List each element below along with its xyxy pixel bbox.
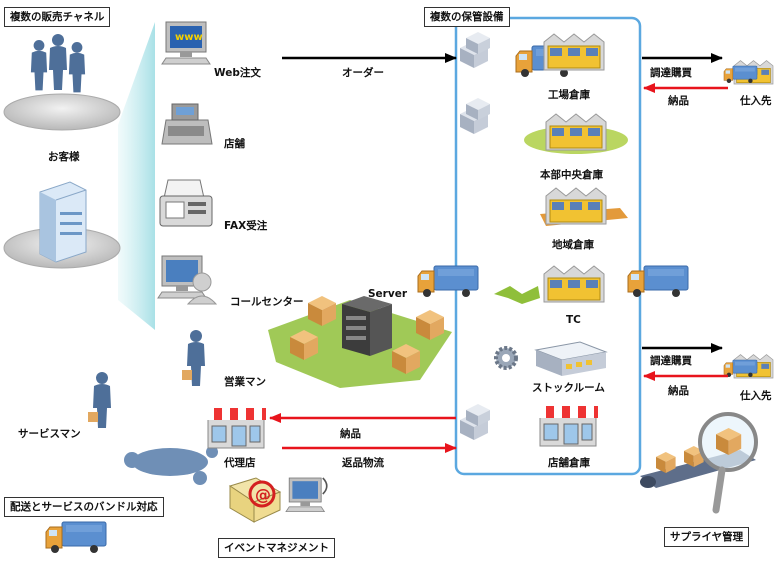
- wireless-computer-icon: [285, 477, 328, 513]
- event-heading: イベントマネジメント: [218, 538, 335, 558]
- central-warehouse-icon: [524, 113, 628, 154]
- fax-order-label: FAX受注: [224, 219, 268, 232]
- server-icon: [342, 296, 392, 356]
- call-center-icon: [157, 255, 218, 305]
- procure-label-2: 調達購買: [650, 354, 692, 367]
- web-order-label: Web注文: [214, 66, 261, 79]
- factory-warehouse-icon: [543, 33, 605, 71]
- storage-heading: 複数の保管設備: [424, 7, 510, 27]
- building-icon: [3, 181, 121, 269]
- sales-person-label: 営業マン: [224, 375, 266, 388]
- svg-text:@: @: [255, 485, 271, 504]
- truck-icon: [417, 265, 479, 298]
- svg-text:www: www: [175, 32, 203, 43]
- order-label: オーダー: [342, 66, 384, 79]
- service-person-label: サービスマン: [18, 427, 81, 440]
- network-blob-icon: [124, 446, 218, 485]
- agent-storefront-icon: [205, 407, 267, 449]
- customer-group-icon: [3, 34, 121, 131]
- shop-storefront-icon: [537, 405, 599, 447]
- bundle-heading: 配送とサービスのバンドル対応: [4, 497, 164, 517]
- box-stack-icon: [460, 98, 490, 134]
- service-person-icon: [88, 372, 111, 428]
- stockroom-icon: [534, 341, 608, 376]
- tc-label: TC: [566, 314, 581, 326]
- factory-warehouse-label: 工場倉庫: [548, 88, 590, 101]
- call-center-label: コールセンター: [230, 296, 304, 308]
- sales-person-icon: [182, 330, 205, 386]
- agent-label: 代理店: [223, 456, 256, 469]
- procure-label-1: 調達購買: [650, 66, 692, 79]
- deliver-to-agent-label: 納品: [340, 427, 361, 440]
- gear-icon: [494, 346, 518, 370]
- supplier-mgmt-heading: サプライヤ管理: [664, 527, 750, 547]
- bundle-truck-icon: [45, 521, 107, 554]
- cash-register-icon: [161, 103, 213, 145]
- computer-icon: www: [161, 21, 211, 65]
- store-label: 店舗: [223, 137, 245, 150]
- shop-warehouse-label: 店舗倉庫: [547, 456, 590, 469]
- regional-warehouse-label: 地域倉庫: [552, 238, 594, 251]
- server-label: Server: [368, 288, 408, 300]
- channels-heading: 複数の販売チャネル: [4, 7, 111, 27]
- channel-beam: [118, 22, 155, 330]
- deliver-label-1: 納品: [668, 94, 689, 107]
- supplier-label-2: 仕入先: [739, 389, 772, 402]
- deliver-label-2: 納品: [668, 384, 689, 397]
- fax-icon: [159, 179, 213, 227]
- truck-icon: [627, 265, 689, 298]
- email-icon: @: [228, 477, 282, 523]
- supplier-label-1: 仕入先: [739, 94, 772, 107]
- magnifier-icon: [698, 412, 758, 514]
- box-stack-icon: [460, 32, 490, 68]
- transfer-arrows-icon: [494, 286, 540, 304]
- customer-label: お客様: [48, 150, 80, 163]
- tc-warehouse-icon: [543, 265, 605, 303]
- returns-label: 返品物流: [342, 456, 384, 469]
- box-stack-icon: [460, 404, 490, 440]
- regional-warehouse-icon: [540, 187, 628, 226]
- central-warehouse-label: 本部中央倉庫: [540, 168, 603, 181]
- storage-facilities-frame: [454, 16, 642, 476]
- stockroom-label: ストックルーム: [532, 382, 605, 394]
